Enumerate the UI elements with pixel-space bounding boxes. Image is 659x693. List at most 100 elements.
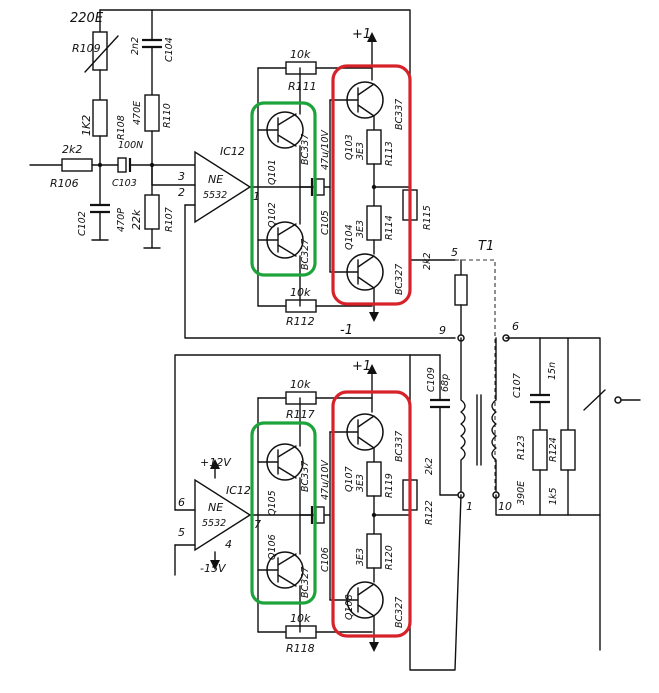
output-switch (583, 389, 606, 411)
r118-value-label: 10k (290, 612, 311, 625)
r111-value-label: 10k (290, 48, 311, 61)
minus-arrow-icon (369, 642, 379, 652)
pin6-label: 6 (512, 320, 519, 333)
r119-label: R119 (384, 473, 395, 498)
bc337-a-label: BC337 (300, 134, 311, 165)
r109-value-label: 220E (70, 11, 104, 26)
q106-label: Q106 (267, 534, 278, 560)
r113-label: R113 (384, 141, 395, 166)
pin1b-label: 1 (466, 500, 473, 513)
wire (409, 494, 462, 671)
wire (495, 494, 601, 516)
plus1-bottom-label: +1 (352, 359, 371, 374)
r112-label: R112 (286, 315, 315, 328)
r106-value-label: 2k2 (62, 143, 82, 156)
bc337-d-label: BC337 (394, 431, 405, 462)
plus-arrow-icon (367, 32, 377, 42)
r109-label: R109 (72, 42, 101, 55)
r115-value-label: 2k2 (422, 252, 433, 270)
r123-resistor (532, 429, 548, 471)
r111-resistor (285, 61, 317, 75)
r122-value-label: 2k2 (424, 457, 435, 475)
pin3-label: 3 (178, 170, 185, 183)
r106-resistor (61, 158, 93, 172)
q107-label: Q107 (344, 466, 355, 492)
r107-resistor (144, 194, 160, 230)
q105-emitter (277, 466, 297, 479)
minus15v-label: -15V (200, 562, 227, 575)
q103-collector (357, 83, 375, 96)
r112-value-label: 10k (290, 286, 311, 299)
driver-stage-highlight-bottom (250, 421, 317, 605)
q106-emitter (277, 553, 297, 566)
r119-resistor (366, 461, 382, 497)
plus-arrow-icon (367, 364, 377, 374)
c105-value-label: 47u/10V (320, 129, 331, 170)
c106-label: C106 (320, 547, 331, 572)
r124-label: R124 (548, 437, 559, 462)
pin6b-label: 6 (178, 496, 185, 509)
opamp-ic1-bottom (194, 478, 252, 552)
r114-label: R114 (384, 215, 395, 240)
output-stage-highlight-top (331, 64, 412, 306)
q102-label: Q102 (267, 202, 278, 228)
r110-label: R110 (162, 103, 173, 128)
bc327-d-label: BC327 (394, 597, 405, 628)
r123-label: R123 (516, 435, 527, 460)
c106-capacitor (315, 506, 325, 524)
r111-label: R111 (288, 80, 317, 93)
r110-resistor (144, 94, 160, 132)
output-wire (505, 337, 601, 651)
r119-value-label: 3E3 (355, 474, 366, 492)
r113-resistor (366, 129, 382, 165)
r124-resistor (560, 429, 576, 471)
bc327-a-label: BC327 (300, 239, 311, 270)
q102-collector (277, 244, 297, 257)
switch-terminal (614, 396, 622, 404)
r107-value-label: 22k (130, 209, 143, 230)
q101-emitter (277, 134, 297, 147)
c104-value-label: 2n2 (130, 37, 141, 55)
ic1-top-label: IC12 (220, 145, 245, 158)
ne5532-bottom-label: 5532 (202, 518, 226, 529)
ic1-bottom-label: IC12 (226, 484, 251, 497)
r110-value-label: 470E (132, 101, 143, 125)
q102-emitter (277, 223, 297, 236)
opamp-ic1-top (194, 150, 252, 224)
bc327-b-label: BC327 (394, 264, 405, 295)
c103-label: C103 (112, 178, 137, 189)
pin9-label: 9 (439, 324, 446, 337)
r118-resistor (285, 625, 317, 639)
r115-label: R115 (422, 205, 433, 230)
r113-value-label: 3E3 (355, 142, 366, 160)
c107-label: C107 (512, 373, 523, 398)
q101-label: Q101 (267, 159, 278, 185)
r122-label: R122 (424, 500, 435, 525)
driver-stage-highlight-top (250, 101, 317, 277)
r120-resistor (366, 533, 382, 569)
pin7b-label: 7 (254, 518, 261, 531)
q103-emitter (357, 104, 375, 117)
c104-label: C104 (164, 37, 175, 62)
bc337-b-label: BC337 (394, 99, 405, 130)
ne5532-top-label: 5532 (203, 190, 227, 201)
pin4b-label: 4 (225, 538, 232, 551)
q107-collector (357, 415, 375, 428)
c102-value-label: 470P (116, 208, 127, 232)
plus12v-label: +12V (200, 456, 232, 469)
r117-value-label: 10k (290, 378, 311, 391)
c102-label: C102 (77, 211, 88, 236)
r114-resistor (366, 205, 382, 241)
r108-value-label: 1K2 (80, 115, 93, 136)
plus12v-arrow-icon (210, 459, 220, 469)
t1-label: T1 (478, 239, 494, 254)
r117-label: R117 (286, 408, 315, 421)
q106-collector (277, 574, 297, 587)
r124-value-label: 1k5 (548, 487, 559, 505)
q107-emitter (357, 436, 375, 449)
pin5-label: 5 (451, 246, 458, 259)
output-stage-highlight-bottom (331, 390, 412, 638)
c106-value-label: 47u/10V (320, 459, 331, 500)
q105-label: Q105 (267, 490, 278, 516)
t1-secondary-coil (491, 337, 497, 493)
